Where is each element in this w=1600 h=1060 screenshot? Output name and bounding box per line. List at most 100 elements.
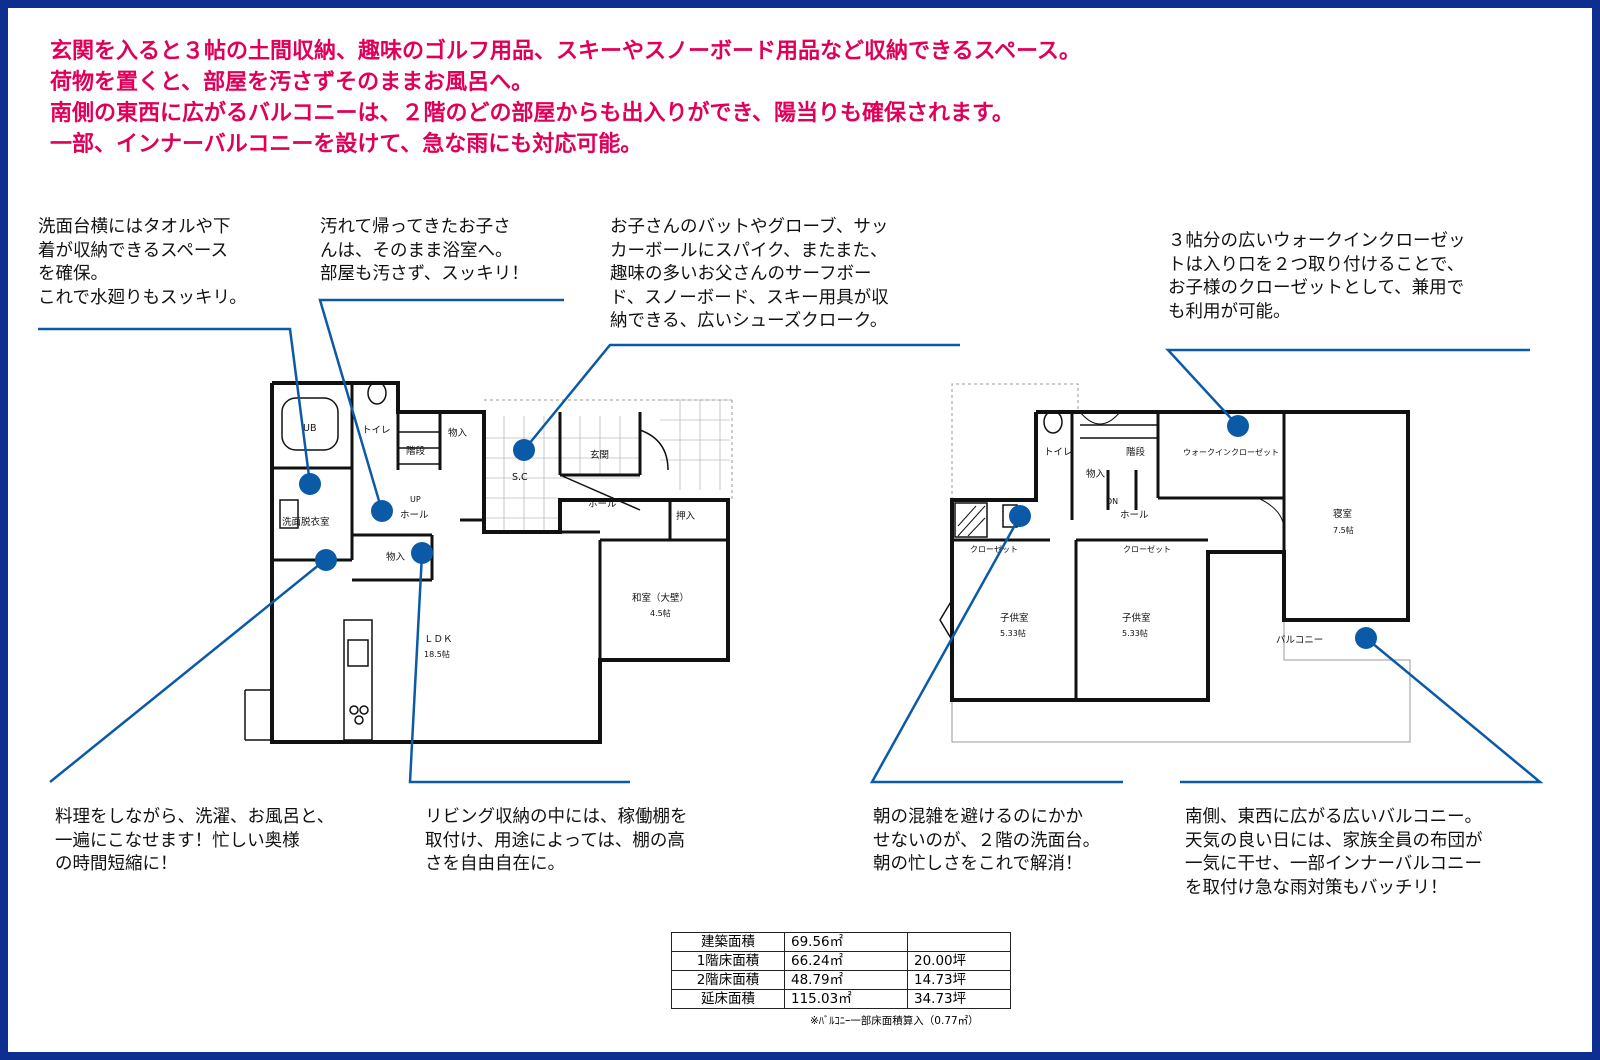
dot-kitchen [315,549,337,571]
row-value-tsubo [907,932,1011,952]
note-line: せないのが、２階の洗面台。 [873,830,1101,851]
label-kids-room-2: 子供室 [1122,612,1151,624]
note-line: 南側、東西に広がる広いバルコニー。 [1185,807,1482,827]
area-footnote: ※ﾊﾞﾙｺﾆｰ一部床面積算入（0.77㎡） [810,1015,979,1027]
row-value-sqm: 66.24㎡ [784,951,908,971]
label-hall-right: ホール [588,499,617,510]
note-line: ３帖分の広いウォークインクローゼッ [1168,231,1466,251]
toilet-bowl-2 [1043,410,1063,434]
note-line: の時間短縮に！ [55,854,178,874]
dot-upstairs-wash [1009,505,1031,527]
leader-living [408,553,630,784]
walls-outer-2 [950,410,1410,702]
dot-balcony [1355,627,1377,649]
sink [347,639,369,667]
row-value-sqm: 115.03㎡ [784,989,908,1009]
note-line: 一遍にこなせます！忙しい奥様 [55,830,300,851]
note-balcony: 南側、東西に広がる広いバルコニー。 天気の良い日には、家族全員の布団が 一気に干… [1185,806,1483,900]
label-toilet-2: トイレ [1044,447,1073,458]
fixtures-2 [939,410,1285,641]
note-shoes: お子さんのバットやグローブ、サッ カーボールにスパイク、またまた、 趣味の多いお… [610,216,889,334]
leader-upstairs-wash [869,515,1123,784]
dot-wic [1227,415,1249,437]
label-bedroom-size: 7.5帖 [1333,525,1354,535]
room-labels-2: トイレ 階段 物入 DN ホール ウォークインクローゼット クローゼット クロー… [970,446,1354,646]
note-line: お子さんのバットやグローブ、サッ [610,217,889,237]
label-stairs-2: 階段 [1126,446,1146,458]
label-dn: DN [1106,497,1118,506]
headline-line: 荷物を置くと、部屋を汚さずそのままお風呂へ。 [50,70,534,95]
leader-kitchen [49,559,326,783]
label-kids-room-1: 子供室 [1000,612,1029,624]
note-line: 汚れて帰ってきたお子さ [320,217,511,237]
table-row: 2階床面積 48.79㎡ 14.73坪 [671,970,1011,990]
label-ldk: ＬＤＫ [424,634,453,645]
note-line: 取付け、用途によっては、棚の高 [425,830,685,851]
note-line: さを自由自在に。 [425,854,565,874]
label-hall-left: ホール [400,510,429,521]
note-line: 一気に干せ、一部インナーバルコニー [1185,854,1482,874]
walls-outer [270,381,730,744]
leader-shoes [523,343,960,451]
label-ldk-size: 18.5帖 [424,649,450,659]
note-line: 天気の良い日には、家族全員の布団が [1185,830,1483,851]
note-line: ド、スノーボード、スキー用具が収 [610,287,889,308]
note-line: トは入り口を２つ取り付けることで、 [1168,254,1465,275]
label-toilet: トイレ [362,425,391,436]
bathtub [281,397,339,451]
row-value-sqm: 69.56㎡ [784,932,908,952]
second-floor-plan: トイレ 階段 物入 DN ホール ウォークインクローゼット クローゼット クロー… [939,383,1411,743]
label-bedroom: 寝室 [1333,508,1352,520]
dot-washroom [299,473,321,495]
label-storage-2: 物入 [1086,468,1106,480]
headline: 玄関を入ると３帖の土間収納、趣味のゴルフ用品、スキーやスノーボード用品など収納で… [50,36,1081,160]
note-wic: ３帖分の広いウォークインクローゼッ トは入り口を２つ取り付けることで、 お子様の… [1168,230,1466,324]
toilet-bowl [367,381,387,405]
bay-window [244,689,272,741]
entrance-door [639,429,669,471]
row-label: 延床面積 [671,989,785,1009]
note-line: んは、そのまま浴室へ。 [320,240,513,261]
note-line: 料理をしながら、洗濯、お風呂と、 [55,807,335,827]
note-line: も利用が可能。 [1168,301,1291,322]
leader-lines [38,298,1544,784]
note-line: 朝の混雑を避けるのにかか [873,807,1083,827]
headline-line: 一部、インナーバルコニーを設けて、急な雨にも対応可能。 [50,132,643,157]
note-line: カーボールにスパイク、またまた、 [610,240,888,261]
label-entrance: 玄関 [590,449,609,461]
bay-window-2 [939,599,953,641]
label-sc: S.C [512,472,528,483]
note-line: 部屋も汚さず、スッキリ！ [320,264,529,284]
washbasin [279,499,299,529]
dot-shoes [513,439,535,461]
callout-dots [299,415,1377,649]
dot-bath [371,500,393,522]
porch-line [484,399,733,500]
upper-storage [954,502,988,538]
table-row: 1階床面積 66.24㎡ 20.00坪 [671,951,1011,971]
label-washitsu: 和室（大壁） [632,592,689,604]
note-line: お子様のクローゼットとして、兼用で [1168,278,1465,298]
label-storage-top: 物入 [448,427,468,439]
label-balcony: バルコニー [1276,635,1323,646]
walls-inner [272,383,728,660]
note-line: を確保。 [38,264,108,284]
label-kids-room-2-size: 5.33帖 [1122,628,1148,638]
row-value-tsubo: 14.73坪 [907,970,1011,990]
label-oshiire: 押入 [676,510,696,522]
label-kids-room-1-size: 5.33帖 [1000,628,1026,638]
room-labels-1: UB トイレ 階段 物入 S.C 玄関 UP ホール ホール 押入 洗面脱衣室 … [282,423,696,659]
walls-inner-2 [952,412,1286,700]
leader-wic [1165,348,1530,427]
label-up: UP [410,495,421,504]
label-ub: UB [303,423,316,434]
note-line: これで水廻りもスッキリ。 [38,287,247,308]
note-bath: 汚れて帰ってきたお子さ んは、そのまま浴室へ。 部屋も汚さず、スッキリ！ [320,216,529,287]
first-floor-plan: UB トイレ 階段 物入 S.C 玄関 UP ホール ホール 押入 洗面脱衣室 … [244,381,733,744]
area-table: 建築面積 69.56㎡ 1階床面積 66.24㎡ 20.00坪 2階床面積 48… [671,932,1011,1009]
row-label: 1階床面積 [671,951,785,971]
row-label: 2階床面積 [671,970,785,990]
note-line: を取付け急な雨対策もバッチリ！ [1185,877,1448,898]
table-row: 延床面積 115.03㎡ 34.73坪 [671,989,1011,1009]
